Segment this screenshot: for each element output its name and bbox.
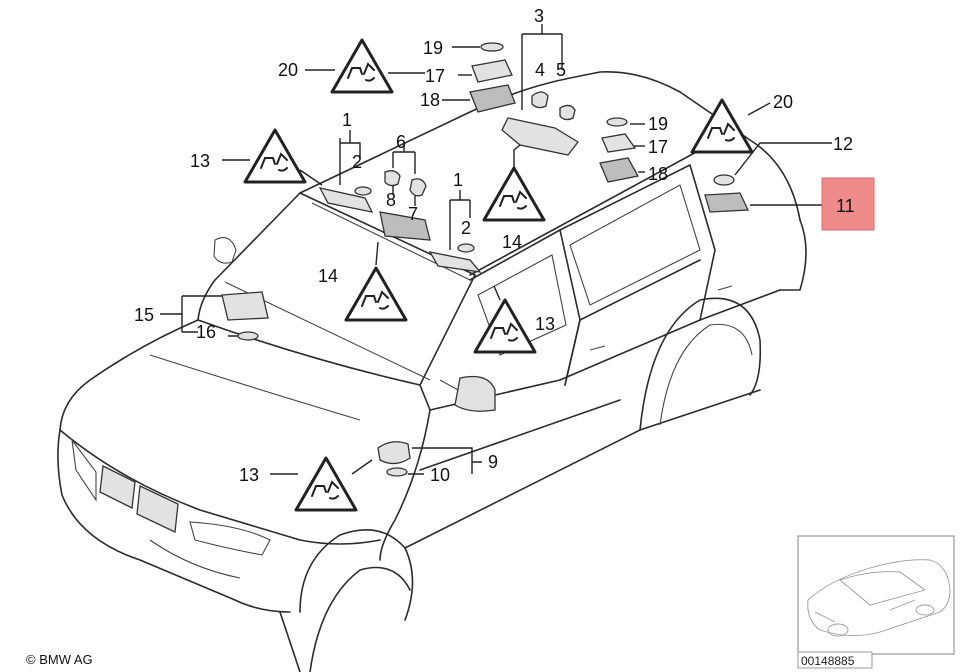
bulb-5	[559, 104, 576, 121]
callout-9: 9	[488, 452, 498, 472]
lamp-panel-3	[501, 117, 579, 156]
lamp-part-1a	[318, 187, 374, 213]
lamp-9	[377, 441, 411, 465]
bulb-7	[409, 178, 427, 197]
callout-8: 8	[386, 190, 396, 210]
callout-16: 16	[196, 322, 216, 342]
lamp-part-1b	[428, 251, 482, 273]
lamp-11	[704, 192, 749, 213]
bulb-16	[237, 331, 259, 341]
callout-3: 3	[534, 6, 544, 26]
car-warning-triangle-icon	[344, 266, 408, 322]
callout-20-right: 20	[773, 92, 793, 112]
callout-14-lower: 14	[318, 266, 338, 286]
car-warning-triangle-icon	[294, 456, 358, 512]
callout-12: 12	[833, 134, 853, 154]
callout-1-right: 1	[453, 170, 463, 190]
reference-number-box	[797, 651, 873, 669]
callout-2-left: 2	[352, 152, 362, 172]
callout-13-lower: 13	[239, 465, 259, 485]
car-warning-triangle-icon	[482, 166, 546, 222]
callout-6: 6	[396, 132, 406, 152]
highlight-box-11	[821, 177, 875, 231]
bulb-4	[531, 91, 549, 109]
lens-2b	[457, 243, 475, 253]
warning-triangles	[243, 38, 754, 512]
callout-13-middle: 13	[535, 314, 555, 334]
callout-2-right: 2	[461, 218, 471, 238]
callout-1-left: 1	[342, 110, 352, 130]
callout-numbers: 3 19 20 4 5 17 18 20 1 19 6 12 17 2 13 1…	[134, 6, 855, 485]
kidney-grille-right	[136, 485, 179, 533]
lens-12	[713, 174, 735, 186]
car-warning-triangle-icon	[473, 298, 537, 354]
side-mirror	[454, 375, 496, 412]
callout-4: 4	[535, 60, 545, 80]
callout-15: 15	[134, 305, 154, 325]
car-warning-triangle-icon	[330, 38, 394, 94]
bulb-10	[386, 467, 408, 477]
callout-14-center: 14	[502, 232, 522, 252]
callout-17-top: 17	[425, 66, 445, 86]
reference-number: 00148885	[801, 654, 855, 668]
callout-10: 10	[430, 465, 450, 485]
callout-7: 7	[408, 204, 418, 224]
car-warning-triangle-icon	[243, 128, 307, 184]
lens-2a	[354, 186, 372, 196]
callout-5: 5	[556, 60, 566, 80]
callout-19-right: 19	[648, 114, 668, 134]
lamp-part-18a	[469, 84, 516, 113]
callout-19-top: 19	[423, 38, 443, 58]
kidney-grille-left	[99, 465, 136, 509]
callout-20-left: 20	[278, 60, 298, 80]
parts	[221, 42, 749, 477]
lamp-part-18b	[599, 157, 640, 183]
copyright: © BMW AG	[26, 652, 93, 667]
callout-11: 11	[836, 196, 855, 216]
lamp-part-17b	[601, 133, 637, 153]
callout-13-upper: 13	[190, 151, 210, 171]
callout-18-top: 18	[420, 90, 440, 110]
callout-18-right: 18	[648, 164, 668, 184]
overview-thumbnail	[797, 535, 955, 655]
lamp-15	[221, 291, 269, 321]
bulb-8	[384, 170, 401, 187]
lamp-part-6	[379, 211, 431, 241]
callout-17-right: 17	[648, 137, 668, 157]
leader-lines	[160, 24, 832, 475]
car-warning-triangle-icon	[690, 98, 754, 154]
lens-19a	[480, 42, 504, 52]
lens-19b	[606, 117, 628, 127]
lamp-part-17a	[471, 59, 513, 83]
car-body-outline	[57, 71, 807, 672]
